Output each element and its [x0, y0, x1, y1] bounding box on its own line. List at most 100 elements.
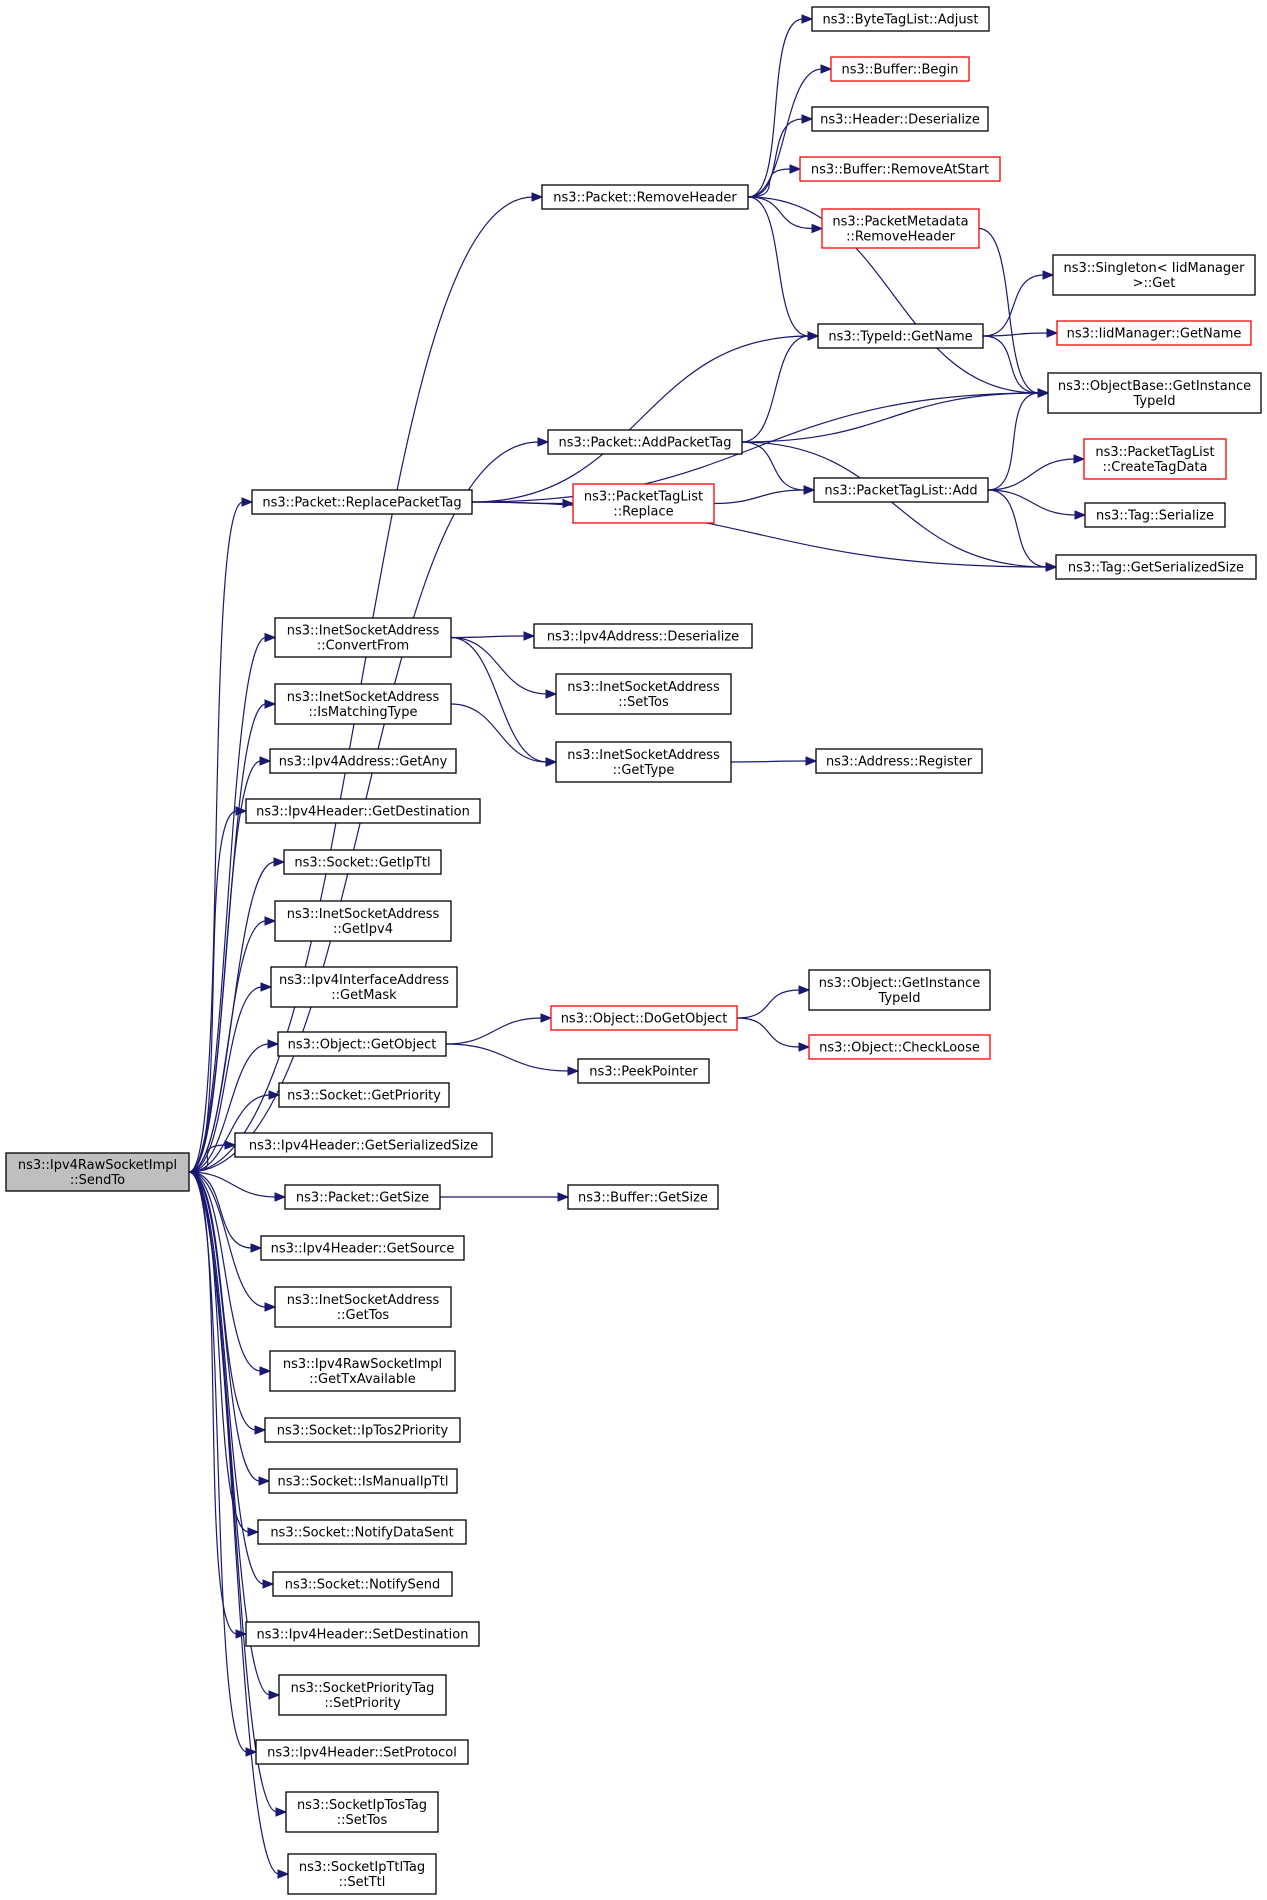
- node-label-line: ns3::Object::DoGetObject: [561, 1012, 728, 1027]
- node-packetmetadata-removeheader[interactable]: ns3::PacketMetadata::RemoveHeader: [821, 208, 980, 249]
- edge-root-to-packet_replacepackettag: [188, 497, 254, 1173]
- node-label-line: ns3::Socket::GetIpTtl: [294, 856, 430, 871]
- node-label-line: ns3::IidManager::GetName: [1067, 327, 1242, 342]
- node-bytetaglist-adjust[interactable]: ns3::ByteTagList::Adjust: [811, 6, 990, 32]
- node-packet-replacepackettag[interactable]: ns3::Packet::ReplacePacketTag: [251, 489, 473, 515]
- node-label-line: ns3::PacketTagList: [1095, 445, 1214, 460]
- node-socket-iptos2priority[interactable]: ns3::Socket::IpTos2Priority: [264, 1417, 461, 1443]
- node-label-line: ns3::Ipv4Address::GetAny: [279, 755, 448, 770]
- node-label-line: ns3::PacketMetadata: [832, 215, 968, 230]
- node-label-line: ns3::Ipv4RawSocketImpl: [283, 1357, 442, 1372]
- node-buffer-getsize[interactable]: ns3::Buffer::GetSize: [567, 1184, 719, 1210]
- node-ipv4header-getsource[interactable]: ns3::Ipv4Header::GetSource: [260, 1235, 465, 1261]
- node-inetsocketaddress-gettype[interactable]: ns3::InetSocketAddress::GetType: [555, 741, 732, 783]
- node-label-line: ns3::PacketTagList: [584, 490, 703, 505]
- node-inetsocketaddress-getipv4[interactable]: ns3::InetSocketAddress::GetIpv4: [274, 900, 452, 942]
- edge-packettaglist_add-to-packettaglist_createtagdata: [987, 454, 1086, 491]
- edge-root-to-socket_notifysend: [188, 1171, 275, 1589]
- node-label-line: ns3::InetSocketAddress: [287, 624, 440, 639]
- node-label-line: ns3::InetSocketAddress: [567, 748, 720, 763]
- node-inetsocketaddress-convertfrom[interactable]: ns3::InetSocketAddress::ConvertFrom: [274, 617, 452, 658]
- node-label-line: ns3::Address::Register: [826, 755, 973, 770]
- node-root[interactable]: ns3::Ipv4RawSocketImpl::SendTo: [5, 1152, 190, 1192]
- node-ipv4interfaceaddress-getmask[interactable]: ns3::Ipv4InterfaceAddress::GetMask: [270, 966, 458, 1008]
- node-socketprioritytag-setpriority[interactable]: ns3::SocketPriorityTag::SetPriority: [278, 1674, 447, 1716]
- edge-root-to-ipv4header_getsource: [188, 1171, 263, 1253]
- node-socket-getipttl[interactable]: ns3::Socket::GetIpTtl: [283, 849, 442, 875]
- edge-object_dogetobject-to-object_getinstancetypeid: [736, 985, 811, 1019]
- node-label-line: ns3::Packet::AddPacketTag: [558, 436, 731, 451]
- node-label-line: ns3::Ipv4Header::SetProtocol: [267, 1746, 457, 1761]
- node-socket-notifysend[interactable]: ns3::Socket::NotifySend: [272, 1571, 453, 1597]
- node-ipv4header-setdestination[interactable]: ns3::Ipv4Header::SetDestination: [245, 1621, 480, 1647]
- node-ipv4header-getserializedsize[interactable]: ns3::Ipv4Header::GetSerializedSize: [234, 1132, 493, 1158]
- edge-packet_removeheader-to-buffer_removeatstart: [747, 164, 802, 198]
- node-ipv4address-deserialize[interactable]: ns3::Ipv4Address::Deserialize: [533, 623, 753, 649]
- edge-typeid_getname-to-objectbase_getinstancetypeid: [982, 335, 1050, 398]
- node-packet-removeheader[interactable]: ns3::Packet::RemoveHeader: [541, 184, 749, 210]
- node-layer: ns3::Ipv4RawSocketImpl::SendTo ns3::ByteT…: [5, 6, 1262, 1895]
- edge-inetsocketaddress_gettype-to-address_register: [730, 756, 818, 766]
- node-packet-addpackettag[interactable]: ns3::Packet::AddPacketTag: [547, 429, 743, 455]
- node-ipv4header-getdestination[interactable]: ns3::Ipv4Header::GetDestination: [245, 798, 481, 824]
- edge-root-to-ipv4interfaceaddress_getmask: [188, 982, 273, 1173]
- node-object-getobject[interactable]: ns3::Object::GetObject: [277, 1031, 447, 1057]
- node-socket-getpriority[interactable]: ns3::Socket::GetPriority: [278, 1082, 450, 1108]
- node-label-line: ns3::ByteTagList::Adjust: [823, 13, 979, 28]
- node-address-register[interactable]: ns3::Address::Register: [815, 748, 983, 774]
- node-label-line: ns3::Ipv4Header::GetDestination: [256, 805, 470, 820]
- node-socket-ismanualipttl[interactable]: ns3::Socket::IsManualIpTtl: [268, 1468, 458, 1494]
- edge-typeid_getname-to-iidmanager_getname: [982, 328, 1059, 338]
- node-label-line: ns3::Socket::IpTos2Priority: [277, 1424, 449, 1439]
- node-tag-getserializedsize[interactable]: ns3::Tag::GetSerializedSize: [1055, 554, 1257, 580]
- node-label-line: ns3::InetSocketAddress: [567, 680, 720, 695]
- node-peekpointer[interactable]: ns3::PeekPointer: [577, 1058, 710, 1084]
- node-ipv4rawsocketimpl-gettxavailable[interactable]: ns3::Ipv4RawSocketImpl::GetTxAvailable: [269, 1350, 456, 1392]
- node-ipv4address-getany[interactable]: ns3::Ipv4Address::GetAny: [269, 748, 457, 774]
- node-packet-getsize[interactable]: ns3::Packet::GetSize: [284, 1184, 441, 1210]
- node-socketiptostag-settos[interactable]: ns3::SocketIpTosTag::SetTos: [285, 1791, 439, 1833]
- node-packettaglist-add[interactable]: ns3::PacketTagList::Add: [813, 477, 989, 503]
- edge-typeid_getname-to-singleton_get: [982, 270, 1055, 337]
- node-label-line: >::Get: [1133, 276, 1176, 291]
- node-label-line: ns3::InetSocketAddress: [287, 690, 440, 705]
- node-label-line: ns3::Ipv4Header::GetSource: [271, 1242, 455, 1257]
- node-iidmanager-getname[interactable]: ns3::IidManager::GetName: [1056, 320, 1252, 346]
- node-label-line: ::GetType: [613, 763, 675, 778]
- node-label-line: ::RemoveHeader: [846, 230, 956, 245]
- node-typeid-getname[interactable]: ns3::TypeId::GetName: [817, 323, 984, 349]
- node-inetsocketaddress-settos[interactable]: ns3::InetSocketAddress::SetTos: [555, 673, 732, 715]
- node-buffer-removeatstart[interactable]: ns3::Buffer::RemoveAtStart: [799, 156, 1001, 182]
- node-socket-notifydatasent[interactable]: ns3::Socket::NotifyDataSent: [257, 1519, 467, 1545]
- node-label-line: ns3::Ipv4Header::SetDestination: [257, 1628, 469, 1643]
- node-label-line: ::GetTos: [337, 1308, 390, 1323]
- node-label-line: ns3::Tag::GetSerializedSize: [1068, 561, 1244, 576]
- node-label-line: ns3::ObjectBase::GetInstance: [1058, 379, 1251, 394]
- node-label-line: ns3::InetSocketAddress: [287, 1293, 440, 1308]
- node-inetsocketaddress-gettos[interactable]: ns3::InetSocketAddress::GetTos: [274, 1286, 452, 1328]
- edge-packettaglist_replace-to-packettaglist_add: [713, 485, 816, 505]
- node-label-line: ns3::Buffer::RemoveAtStart: [811, 163, 989, 178]
- node-label-line: ns3::Buffer::GetSize: [578, 1191, 708, 1206]
- node-packettaglist-replace[interactable]: ns3::PacketTagList::Replace: [572, 483, 715, 524]
- node-label-line: ns3::Ipv4InterfaceAddress: [279, 973, 449, 988]
- node-inetsocketaddress-ismatchingtype[interactable]: ns3::InetSocketAddress::IsMatchingType: [274, 683, 452, 725]
- edge-packettaglist_add-to-tag_serialize: [987, 489, 1087, 520]
- node-ipv4header-setprotocol[interactable]: ns3::Ipv4Header::SetProtocol: [255, 1739, 469, 1765]
- node-object-dogetobject[interactable]: ns3::Object::DoGetObject: [550, 1005, 738, 1031]
- node-buffer-begin[interactable]: ns3::Buffer::Begin: [830, 56, 970, 82]
- node-label-line: ns3::Ipv4Header::GetSerializedSize: [249, 1139, 478, 1154]
- node-label-line: ::GetTxAvailable: [309, 1372, 415, 1387]
- node-label-line: ::SetTos: [337, 1813, 388, 1828]
- node-singleton-get[interactable]: ns3::Singleton< IidManager >::Get: [1052, 254, 1256, 296]
- edge-packet_addpackettag-to-objectbase_getinstancetypeid: [741, 388, 1050, 443]
- node-tag-serialize[interactable]: ns3::Tag::Serialize: [1084, 502, 1226, 528]
- node-header-deserialize[interactable]: ns3::Header::Deserialize: [811, 106, 989, 132]
- node-object-checkloose[interactable]: ns3::Object::CheckLoose: [808, 1034, 991, 1060]
- node-label-line: ::SetPriority: [324, 1696, 401, 1711]
- node-packettaglist-createtagdata[interactable]: ns3::PacketTagList::CreateTagData: [1083, 438, 1227, 480]
- node-socketipttltag-setttl[interactable]: ns3::SocketIpTtlTag::SetTtl: [287, 1853, 437, 1895]
